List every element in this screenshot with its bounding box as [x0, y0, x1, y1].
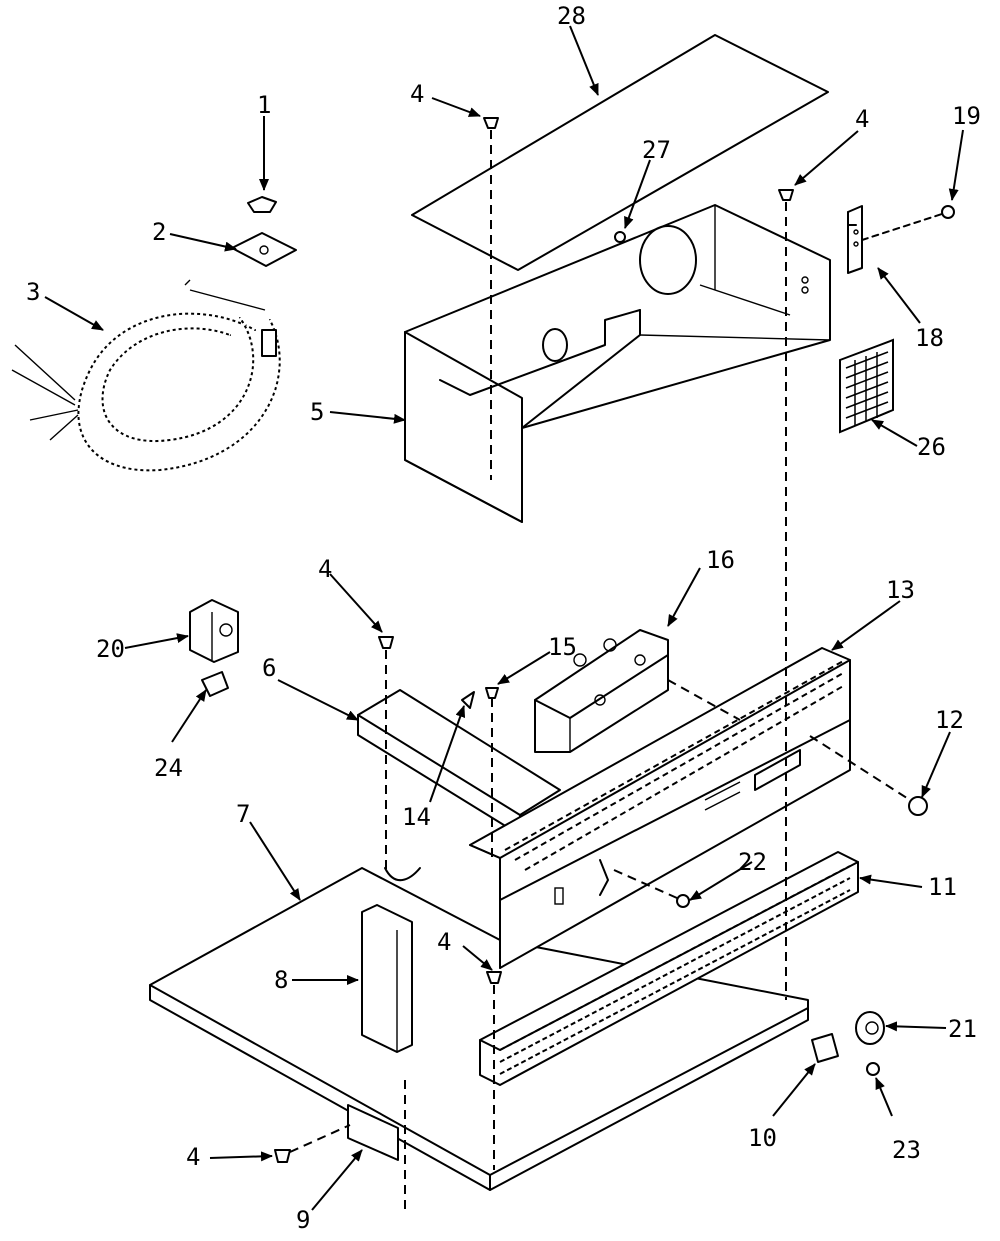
label-11: 11 [928, 873, 957, 901]
label-12: 12 [935, 706, 964, 734]
part-24-clip [201, 671, 229, 697]
assembly-lines [289, 130, 911, 1210]
part-23-nut [866, 1062, 880, 1076]
label-4c: 4 [318, 555, 332, 583]
label-13: 13 [886, 576, 915, 604]
part-2-plate [231, 232, 297, 267]
part-1-knob [247, 196, 277, 213]
label-27: 27 [642, 136, 671, 164]
label-20: 20 [96, 635, 125, 663]
part-4-screw-a [483, 117, 499, 129]
label-3: 3 [26, 278, 40, 306]
part-4-screw-c [378, 636, 394, 649]
label-14: 14 [402, 803, 431, 831]
label-9: 9 [296, 1206, 310, 1234]
part-3-power-cord [11, 279, 282, 473]
part-16-control-block [534, 629, 669, 753]
label-5: 5 [310, 398, 324, 426]
label-4d: 4 [437, 928, 451, 956]
part-18-bracket [847, 205, 863, 274]
label-15: 15 [548, 633, 577, 661]
label-23: 23 [892, 1136, 921, 1164]
label-21: 21 [948, 1015, 977, 1043]
label-26: 26 [917, 433, 946, 461]
part-7-base-plate [149, 867, 809, 1191]
part-4-screw-d [486, 971, 502, 984]
part-5-upper-housing [404, 204, 831, 523]
label-28: 28 [557, 2, 586, 30]
label-7: 7 [236, 800, 250, 828]
part-13-front-panel [469, 647, 851, 969]
part-4-screw-b [778, 189, 794, 201]
label-4a: 4 [410, 80, 424, 108]
part-26-grille [839, 338, 894, 434]
hardware [274, 117, 928, 1163]
label-19: 19 [952, 102, 981, 130]
label-24: 24 [154, 754, 183, 782]
label-6: 6 [262, 654, 276, 682]
part-labels: 1 2 3 4 4 4 4 4 5 6 7 8 9 10 11 12 13 14… [26, 2, 981, 1234]
part-21-knob [855, 1011, 885, 1045]
part-22-screw [676, 894, 690, 908]
part-27-screw [614, 231, 626, 243]
label-4b: 4 [855, 105, 869, 133]
label-22: 22 [738, 848, 767, 876]
part-4-screw-e [274, 1149, 291, 1163]
label-18: 18 [915, 324, 944, 352]
label-4e: 4 [186, 1143, 200, 1171]
label-2: 2 [152, 218, 166, 246]
part-8-filter [361, 904, 413, 1053]
part-10-knob [811, 1033, 839, 1063]
part-19-screw [861, 205, 955, 241]
part-14-clip [461, 691, 475, 709]
leader-arrows [44, 25, 964, 1211]
part-15-screw [485, 687, 499, 699]
label-16: 16 [706, 546, 735, 574]
part-11-rail [479, 851, 859, 1086]
part-9-bracket [347, 1104, 399, 1161]
label-8: 8 [274, 966, 288, 994]
label-1: 1 [257, 91, 271, 119]
part-12-grommet [908, 796, 928, 816]
label-10: 10 [748, 1124, 777, 1152]
part-20-switch [189, 599, 239, 663]
part-28-top-cover [411, 34, 829, 271]
